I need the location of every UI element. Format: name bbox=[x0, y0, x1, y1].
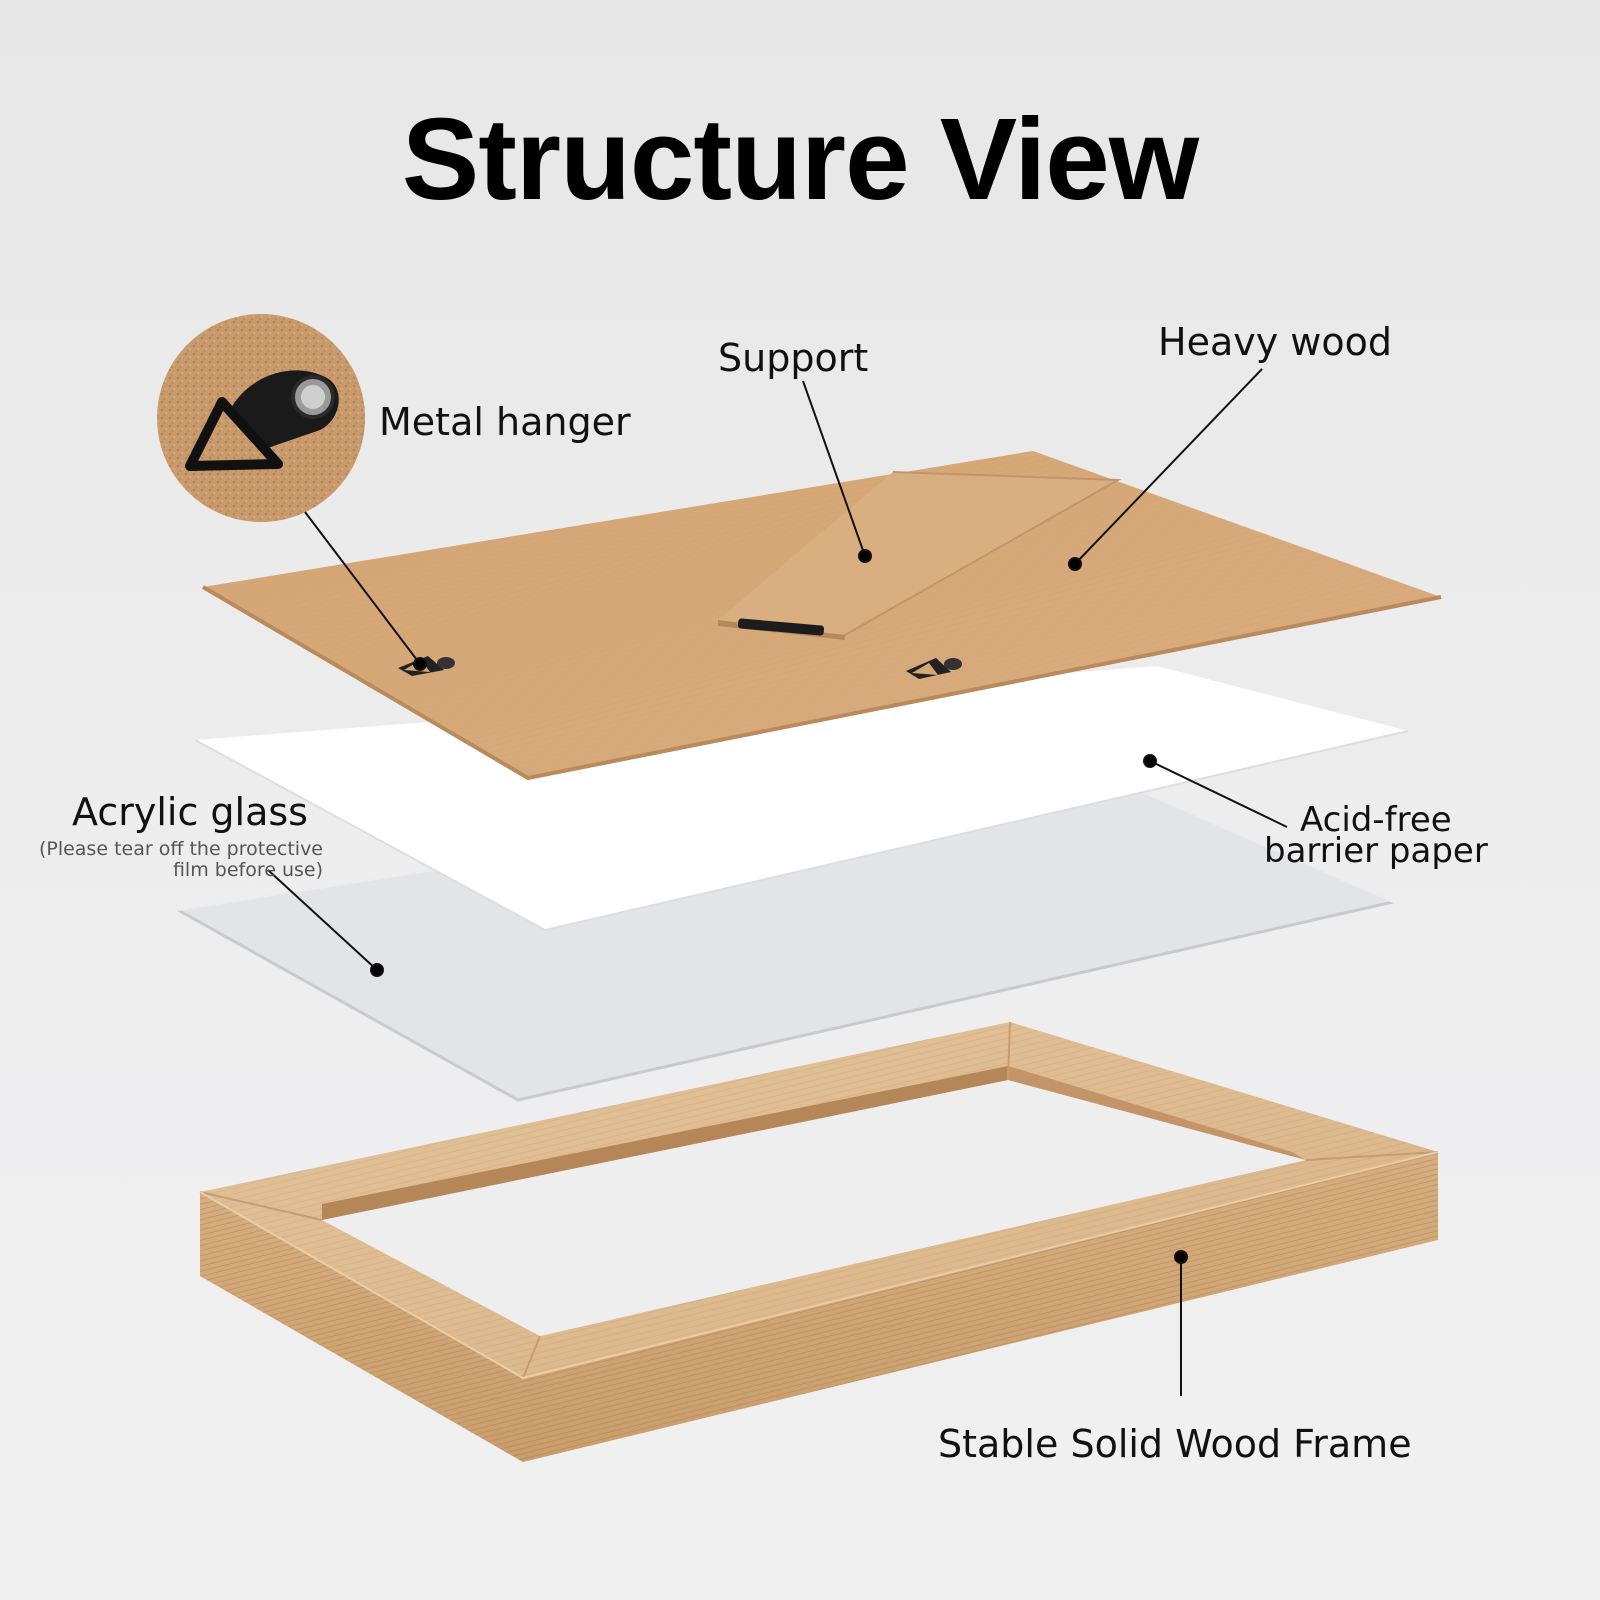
metal-hanger-label: Metal hanger bbox=[379, 400, 631, 444]
support-leg bbox=[718, 471, 1122, 640]
page-title: Structure View bbox=[401, 94, 1199, 224]
acrylic-glass-label: Acrylic glass bbox=[72, 790, 308, 834]
acrylic-glass-note: (Please tear off the protective film bef… bbox=[20, 839, 323, 881]
support-label: Support bbox=[718, 336, 869, 380]
metal-hanger-icon bbox=[157, 314, 365, 522]
hanger-right bbox=[906, 658, 962, 679]
callout-lines bbox=[267, 368, 1288, 1396]
acrylic-note-line-2: film before use) bbox=[172, 859, 323, 881]
wood-frame-label: Stable Solid Wood Frame bbox=[938, 1422, 1412, 1466]
heavy-wood-label: Heavy wood bbox=[1158, 320, 1392, 364]
acid-free-label-line-2: barrier paper bbox=[1264, 831, 1488, 871]
acid-free-label-line-1: Acid-free bbox=[1300, 800, 1452, 840]
solid-wood-frame bbox=[199, 1021, 1439, 1462]
acrylic-note-line-1: (Please tear off the protective bbox=[38, 838, 323, 860]
